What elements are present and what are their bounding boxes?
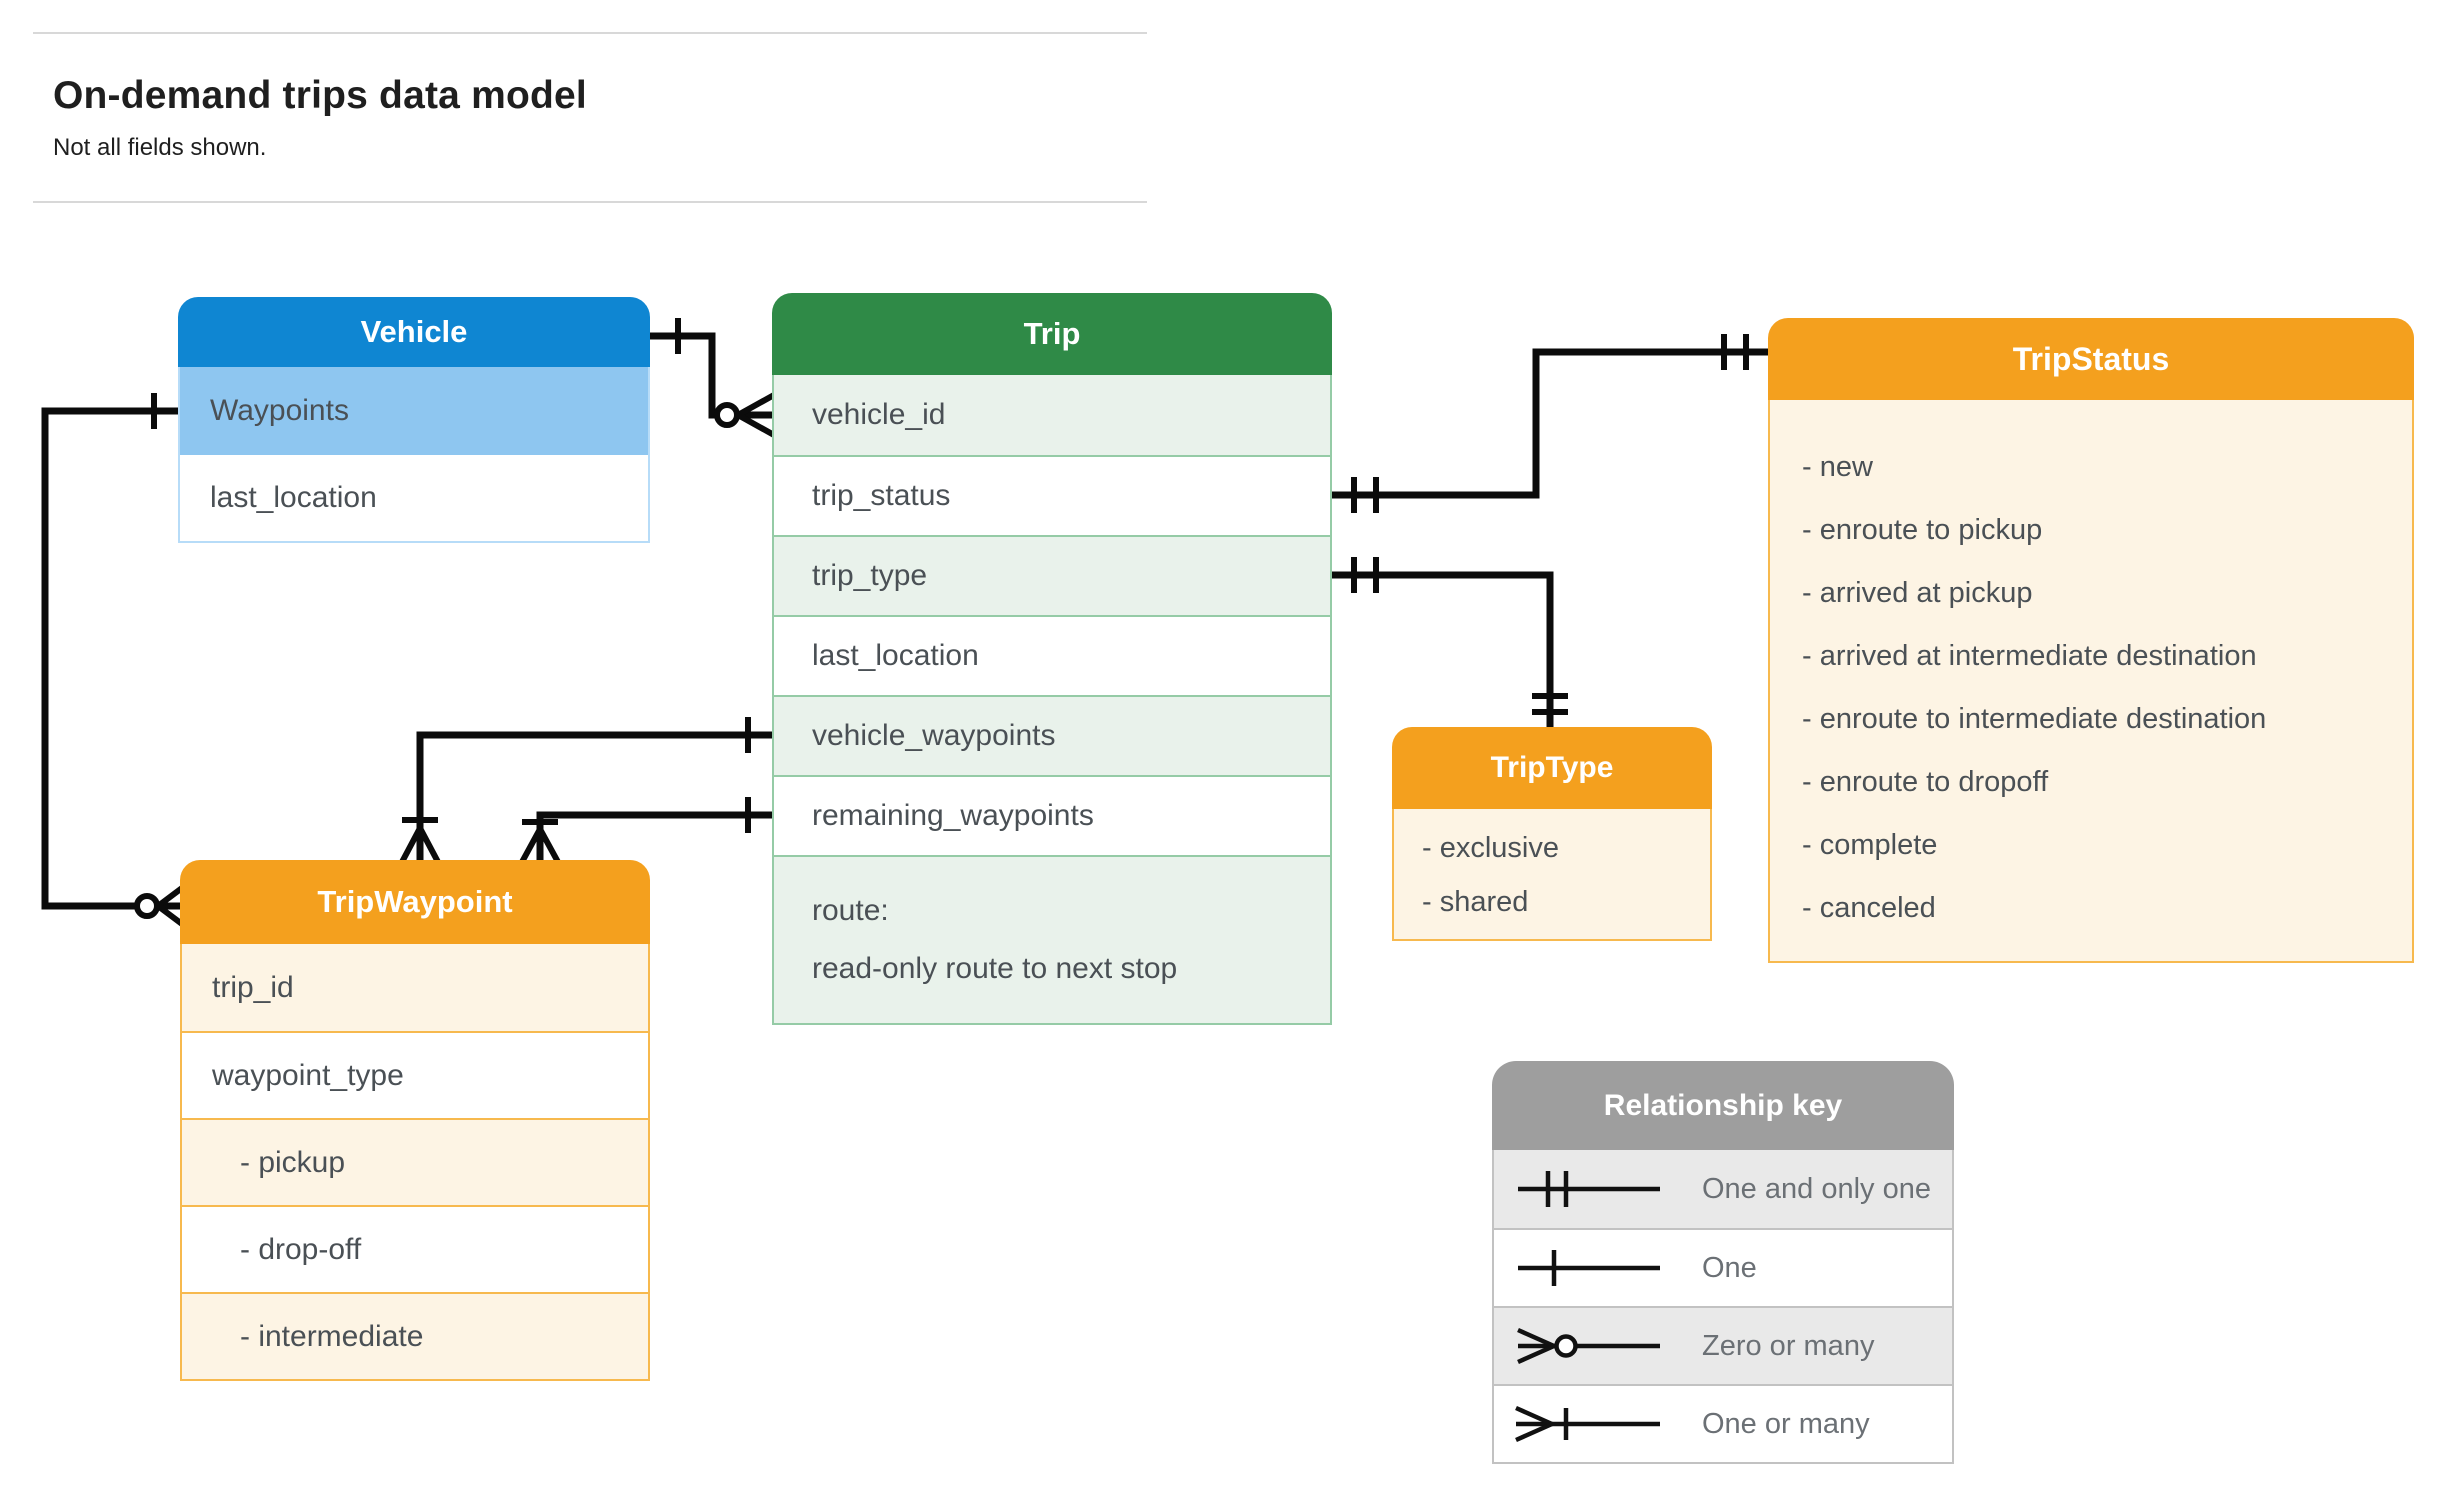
crow-foot-icon [156, 885, 184, 927]
tripstatus-value: - canceled [1802, 892, 1936, 924]
crow-foot-icon [399, 826, 441, 864]
tripstatus-value: - enroute to dropoff [1802, 766, 2049, 798]
vehicle-table-title: Vehicle [178, 297, 650, 367]
legend-row-zero-or-many: Zero or many [1494, 1306, 1952, 1384]
tripstatus-value: - new [1802, 451, 1873, 483]
tripwaypoint-value-pickup: - pickup [182, 1118, 648, 1205]
trip-field-vehicle-id: vehicle_id [774, 375, 1330, 455]
page-title: On-demand trips data model [53, 74, 587, 117]
trip-field-last-location: last_location [774, 615, 1330, 695]
triptype-table-title: TripType [1392, 727, 1712, 809]
connector-vehicle-waypoints-to-tripwaypoint [399, 717, 774, 864]
legend-label: One and only one [1702, 1172, 1931, 1205]
tripstatus-table: TripStatus - new - enroute to pickup - a… [1768, 318, 2414, 963]
vehicle-table: Vehicle Waypoints last_location [178, 297, 650, 543]
legend-label: One [1702, 1251, 1757, 1284]
legend-row-one-or-many: One or many [1494, 1384, 1952, 1462]
trip-field-trip-type: trip_type [774, 535, 1330, 615]
tripwaypoint-field-trip-id: trip_id [182, 944, 648, 1031]
tripwaypoint-field-waypoint-type: waypoint_type [182, 1031, 648, 1118]
zero-circle-icon [134, 893, 160, 919]
trip-table-title: Trip [772, 293, 1332, 375]
connector-trip-to-tripstatus [1332, 334, 1770, 513]
one-and-only-one-tick-icon [1351, 477, 1379, 513]
trip-field-vehicle-waypoints: vehicle_waypoints [774, 695, 1330, 775]
trip-route-label: route: [812, 894, 889, 927]
tripstatus-value: - arrived at intermediate destination [1802, 640, 2257, 672]
trip-field-route: route: read-only route to next stop [774, 855, 1330, 1023]
zero-circle-icon [714, 402, 740, 428]
crow-foot-icon [736, 392, 776, 438]
triptype-value: - exclusive [1422, 832, 1559, 864]
one-and-only-one-icon [1508, 1167, 1676, 1211]
one-and-only-one-tick-icon [1351, 557, 1379, 593]
one-and-only-one-tick-icon [1721, 334, 1749, 370]
legend-row-one-and-only-one: One and only one [1494, 1150, 1952, 1228]
tripwaypoint-value-drop-off: - drop-off [182, 1205, 648, 1292]
header-divider [33, 201, 1147, 203]
crow-foot-icon [519, 827, 561, 864]
tripstatus-value: - enroute to pickup [1802, 514, 2043, 546]
trip-table: Trip vehicle_id trip_status trip_type la… [772, 293, 1332, 1025]
vehicle-field-last-location: last_location [210, 481, 377, 514]
tripstatus-value: - complete [1802, 829, 1938, 861]
legend-label: Zero or many [1702, 1329, 1875, 1362]
one-or-many-icon [1508, 1402, 1676, 1446]
one-icon [1508, 1246, 1676, 1290]
tripwaypoint-table: TripWaypoint trip_id waypoint_type - pic… [180, 860, 650, 1381]
connector-remaining-waypoints-to-tripwaypoint [519, 797, 774, 864]
legend-label: One or many [1702, 1407, 1870, 1440]
one-and-only-one-tick-icon [1532, 693, 1568, 715]
vehicle-field-waypoints: Waypoints [180, 367, 648, 455]
trip-route-description: read-only route to next stop [812, 952, 1178, 985]
tripwaypoint-value-intermediate: - intermediate [182, 1292, 648, 1379]
relationship-key: Relationship key One and only one [1492, 1061, 1954, 1464]
page-subtitle: Not all fields shown. [53, 134, 267, 161]
tripstatus-value: - arrived at pickup [1802, 577, 2033, 609]
relationship-key-title: Relationship key [1492, 1061, 1954, 1150]
trip-field-trip-status: trip_status [774, 455, 1330, 535]
connector-waypoints-to-tripwaypoint [41, 393, 184, 927]
zero-or-many-icon [1508, 1324, 1676, 1368]
legend-row-one: One [1494, 1228, 1952, 1306]
connector-trip-to-triptype [1332, 557, 1568, 729]
top-divider [33, 32, 1147, 34]
connector-vehicle-to-trip [650, 318, 776, 438]
tripstatus-value: - enroute to intermediate destination [1802, 703, 2267, 735]
tripwaypoint-table-title: TripWaypoint [180, 860, 650, 944]
tripstatus-table-title: TripStatus [1768, 318, 2414, 400]
trip-field-remaining-waypoints: remaining_waypoints [774, 775, 1330, 855]
triptype-table: TripType - exclusive - shared [1392, 727, 1712, 941]
triptype-value: - shared [1422, 886, 1529, 918]
